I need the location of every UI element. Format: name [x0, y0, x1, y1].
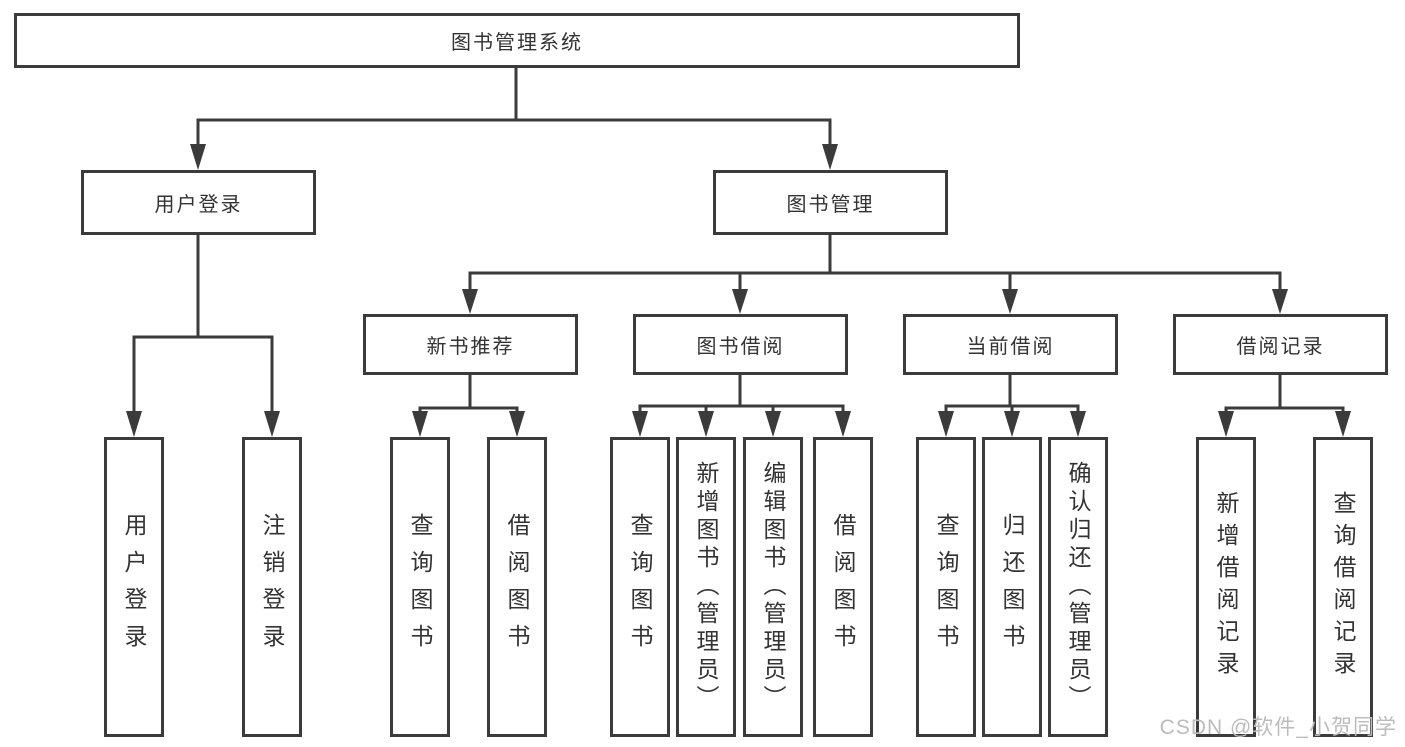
- node-user-login: 用户登录: [81, 170, 316, 235]
- leaf-confirm-return-admin-label: 确认归还（管理员）: [1065, 461, 1091, 713]
- node-new-book-recommend-label: 新书推荐: [426, 336, 515, 358]
- leaf-query-books-recommend: 查询图书: [390, 437, 450, 737]
- leaf-query-books-current: 查询图书: [916, 437, 976, 737]
- csdn-watermark: CSDN @软件_小贺同学: [1159, 716, 1397, 739]
- leaf-edit-books-admin-label: 编辑图书（管理员）: [760, 461, 786, 713]
- leaf-add-borrow-record-label: 新增借阅记录: [1213, 491, 1239, 683]
- leaf-user-login: 用户登录: [104, 437, 164, 737]
- leaf-query-borrow-record-label: 查询借阅记录: [1330, 491, 1356, 683]
- node-book-management: 图书管理: [713, 170, 948, 235]
- leaf-borrow-books-label: 借阅图书: [830, 513, 856, 661]
- leaf-logout: 注销登录: [242, 437, 302, 737]
- leaf-add-borrow-record: 新增借阅记录: [1196, 437, 1256, 737]
- leaf-query-books-borrow-label: 查询图书: [627, 513, 653, 661]
- node-current-borrow-label: 当前借阅: [966, 336, 1055, 358]
- node-book-borrow: 图书借阅: [633, 314, 848, 375]
- node-new-book-recommend: 新书推荐: [363, 314, 578, 375]
- node-user-login-label: 用户登录: [154, 194, 243, 216]
- node-current-borrow: 当前借阅: [903, 314, 1118, 375]
- leaf-user-login-label: 用户登录: [121, 513, 147, 661]
- leaf-edit-books-admin: 编辑图书（管理员）: [743, 437, 803, 737]
- leaf-add-books-admin-label: 新增图书（管理员）: [693, 461, 719, 713]
- leaf-return-books-label: 归还图书: [999, 513, 1025, 661]
- leaf-query-books-borrow: 查询图书: [610, 437, 670, 737]
- node-book-borrow-label: 图书借阅: [696, 336, 785, 358]
- node-borrow-record-label: 借阅记录: [1236, 336, 1325, 358]
- node-root: 图书管理系统: [14, 13, 1020, 68]
- leaf-borrow-books-recommend: 借阅图书: [487, 437, 547, 737]
- leaf-confirm-return-admin: 确认归还（管理员）: [1048, 437, 1108, 737]
- leaf-borrow-books: 借阅图书: [813, 437, 873, 737]
- node-book-management-label: 图书管理: [786, 194, 875, 216]
- node-borrow-record: 借阅记录: [1173, 314, 1388, 375]
- leaf-query-borrow-record: 查询借阅记录: [1313, 437, 1373, 737]
- node-root-label: 图书管理系统: [451, 32, 583, 54]
- leaf-add-books-admin: 新增图书（管理员）: [676, 437, 736, 737]
- leaf-return-books: 归还图书: [982, 437, 1042, 737]
- leaf-query-books-current-label: 查询图书: [933, 513, 959, 661]
- leaf-query-books-recommend-label: 查询图书: [407, 513, 433, 661]
- leaf-borrow-books-recommend-label: 借阅图书: [504, 513, 530, 661]
- leaf-logout-label: 注销登录: [259, 513, 285, 661]
